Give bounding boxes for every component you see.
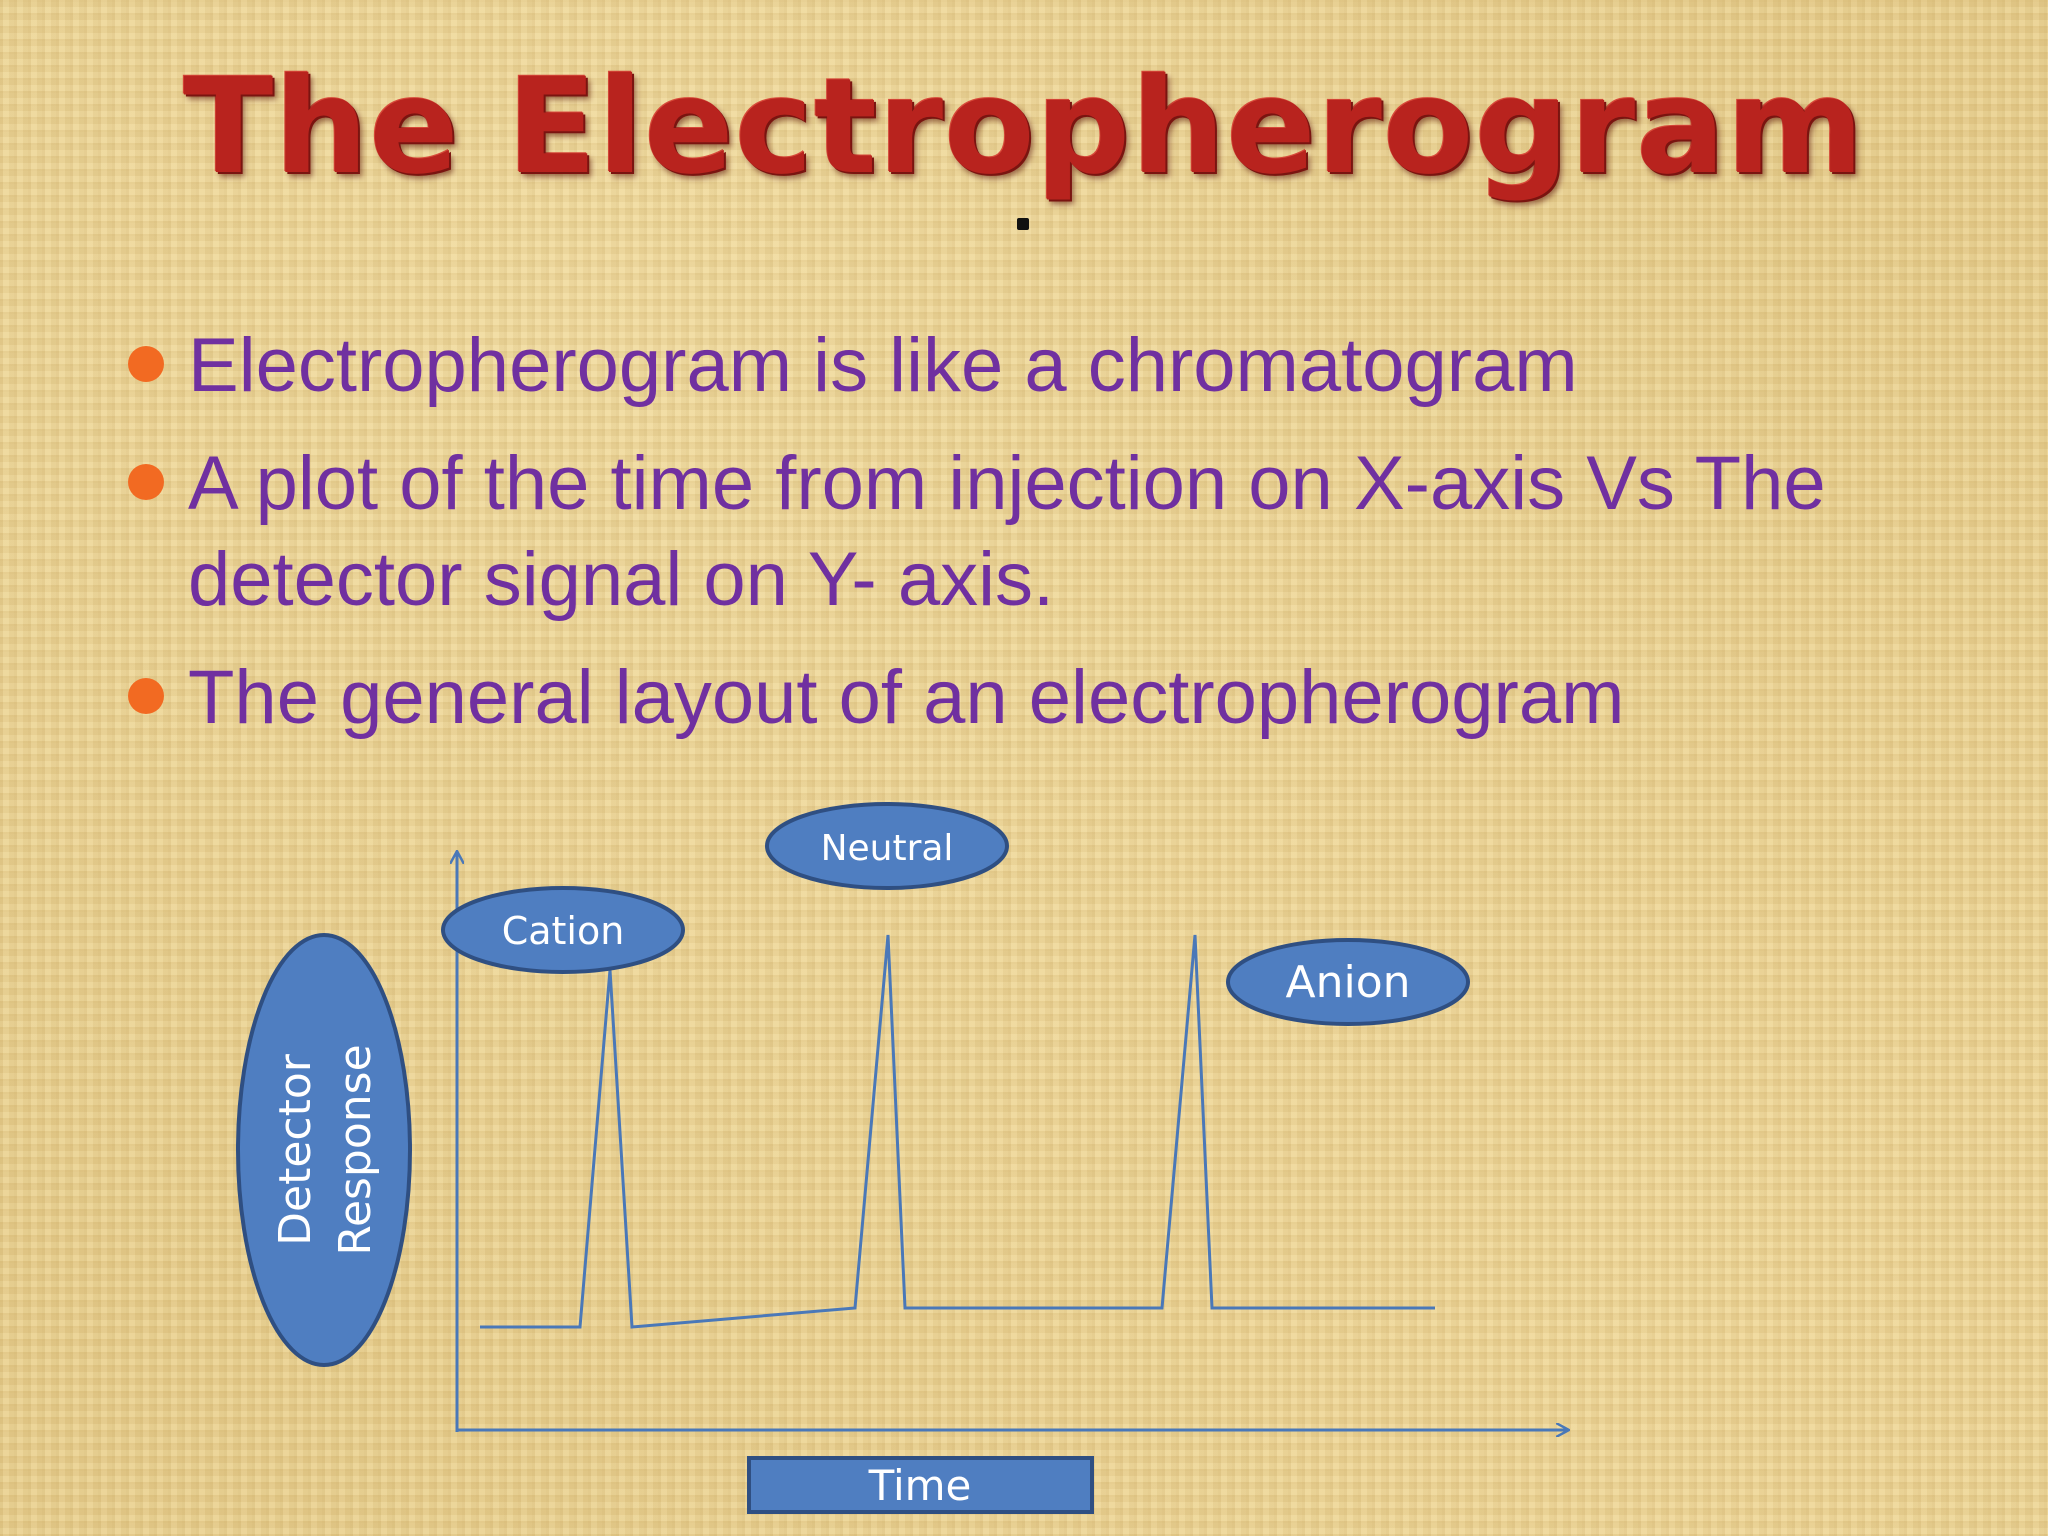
- bullet-list: Electropherogram is like a chromatogram …: [128, 318, 1928, 768]
- peak-label-neutral: Neutral: [765, 802, 1009, 890]
- bullet-item: A plot of the time from injection on X-a…: [128, 436, 1928, 628]
- y-axis-label-oval: Detector Response: [236, 933, 412, 1367]
- x-axis-label: Time: [868, 1461, 972, 1510]
- signal-trace: [480, 934, 1435, 1329]
- peak-label-text: Anion: [1285, 957, 1410, 1008]
- bullet-text: A plot of the time from injection on X-a…: [188, 441, 1826, 622]
- peak-label-anion: Anion: [1226, 938, 1470, 1026]
- bullet-item: Electropherogram is like a chromatogram: [128, 318, 1928, 414]
- peak-label-text: Neutral: [821, 828, 954, 869]
- title-dot: [1017, 218, 1029, 230]
- bullet-marker-icon: [128, 464, 164, 500]
- bullet-text: The general layout of an electropherogra…: [188, 655, 1625, 740]
- bullet-marker-icon: [128, 678, 164, 714]
- peak-label-text: Cation: [502, 909, 625, 953]
- y-axis-label-line2: Response: [330, 1044, 381, 1255]
- peak-label-cation: Cation: [441, 886, 685, 974]
- slide-title: The Electropherogram: [183, 50, 1865, 204]
- y-axis-label-line1: Detector: [270, 1053, 321, 1246]
- x-axis-label-box: Time: [747, 1456, 1094, 1514]
- bullet-text: Electropherogram is like a chromatogram: [188, 323, 1578, 408]
- bullet-item: The general layout of an electropherogra…: [128, 650, 1928, 746]
- bullet-marker-icon: [128, 346, 164, 382]
